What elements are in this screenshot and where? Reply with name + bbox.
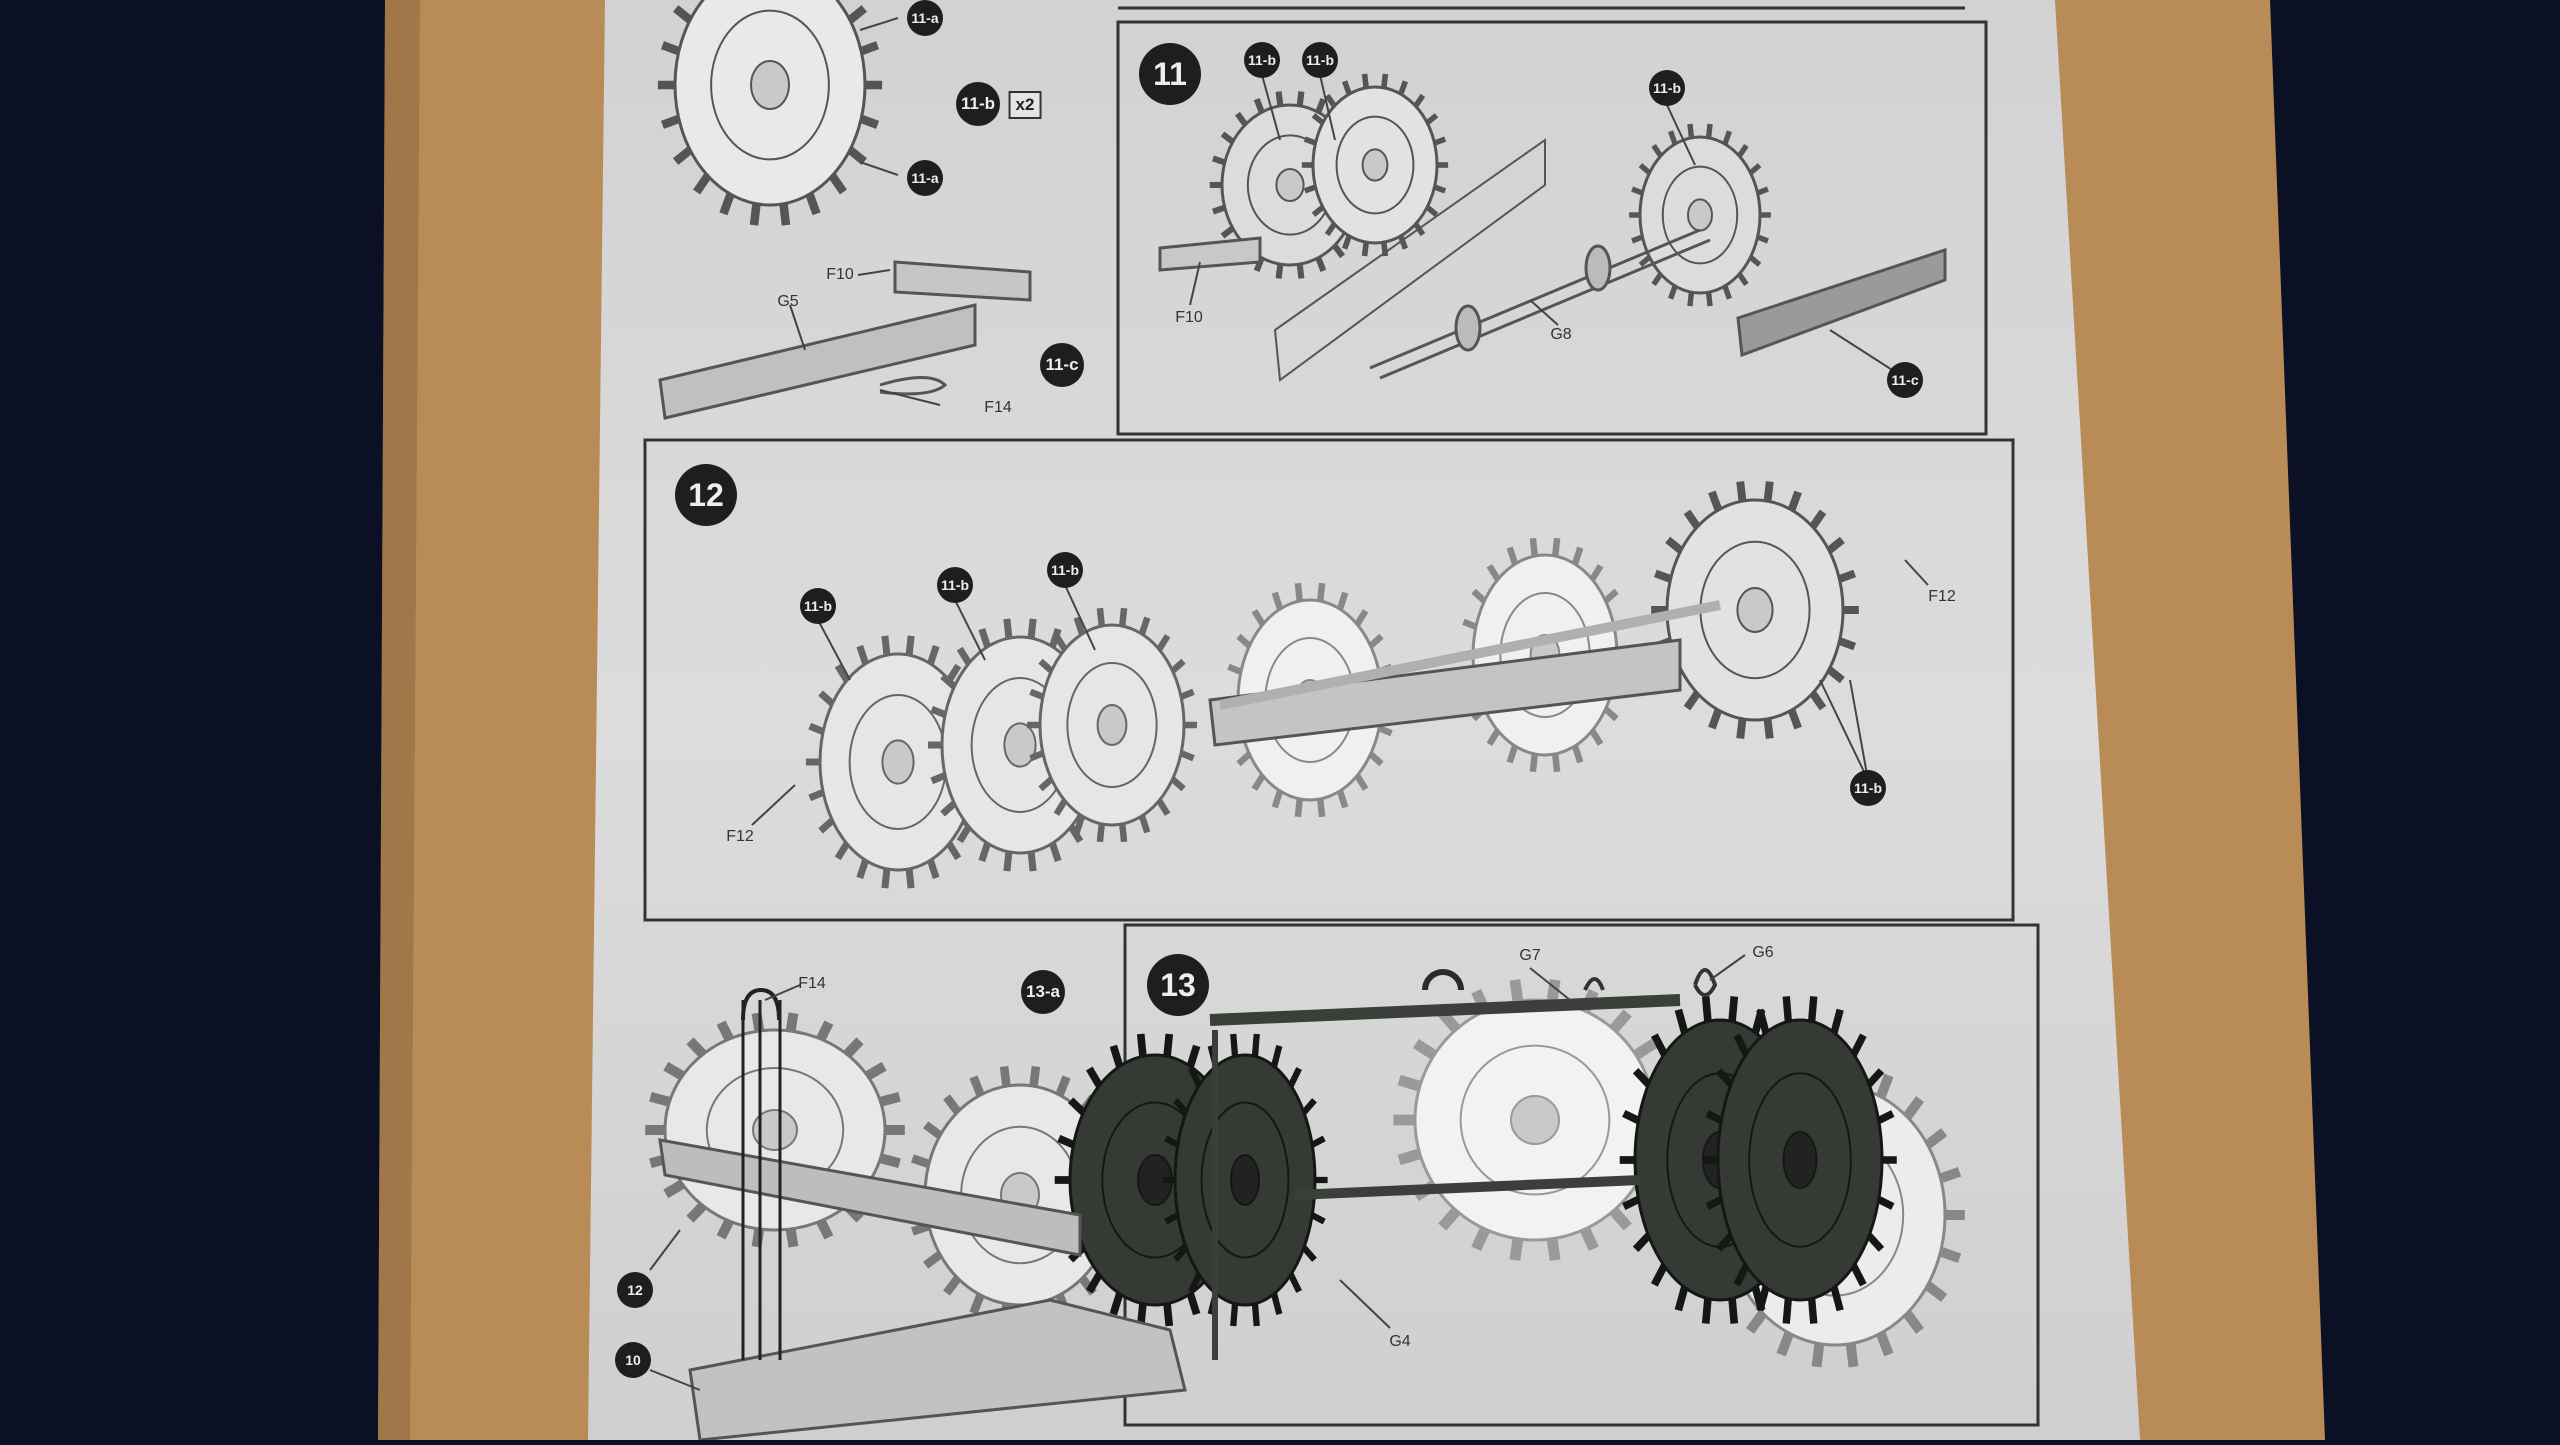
part-label-g6: G6 [1752, 944, 1774, 961]
callout-11-b-step12-c: 11-b [1047, 552, 1083, 588]
substep-13-a: 13-a [1021, 970, 1065, 1014]
cardboard-shadow [378, 0, 420, 1440]
part-label-f12-b: F12 [726, 828, 754, 845]
callout-11-b-step12-b: 11-b [937, 567, 973, 603]
leader-lines [649, 17, 1929, 1391]
spiked-wheel [1703, 996, 1897, 1324]
spiked-wheel [1629, 123, 1771, 307]
callout-11-b-step11-c: 11-b [1649, 70, 1685, 106]
part-label-f14-b: F14 [798, 975, 826, 992]
part-label-f10-b: F10 [1175, 309, 1203, 326]
callout-12: 12 [617, 1272, 653, 1308]
part-label-f12-a: F12 [1928, 588, 1956, 605]
spiked-wheel [1651, 481, 1859, 739]
callout-11-b-step11-a: 11-b [1244, 42, 1280, 78]
part-label-f14-a: F14 [984, 399, 1012, 416]
callout-11-b-step12-a: 11-b [800, 588, 836, 624]
step-number-13: 13 [1147, 954, 1209, 1016]
callout-11-a-top: 11-a [907, 0, 943, 36]
callout-11-c-step11: 11-c [1887, 362, 1923, 398]
part-label-g8: G8 [1550, 326, 1572, 343]
step-number-11: 11 [1139, 43, 1201, 105]
step-12-frame [643, 438, 2015, 922]
step-number-12: 12 [675, 464, 737, 526]
callout-11-b-step12-d: 11-b [1850, 770, 1886, 806]
part-label-g4: G4 [1389, 1333, 1411, 1350]
substep-11-b: 11-b [956, 82, 1000, 126]
step-11-frame [1116, 20, 1988, 436]
part-label-f10-a: F10 [826, 266, 854, 283]
callout-11-b-step11-b: 11-b [1302, 42, 1338, 78]
substep-11-c: 11-c [1040, 343, 1084, 387]
part-label-g7: G7 [1519, 947, 1541, 964]
axle-parts [658, 138, 1947, 1442]
spiked-wheel [1162, 1033, 1328, 1327]
multiplier-badge: x2 [1008, 91, 1042, 119]
spiked-wheel [1027, 607, 1197, 843]
spiked-wheel [1301, 73, 1449, 257]
spiked-wheel [657, 0, 883, 226]
part-label-g5: G5 [777, 293, 799, 310]
callout-11-a-bottom: 11-a [907, 160, 943, 196]
callout-10: 10 [615, 1342, 651, 1378]
